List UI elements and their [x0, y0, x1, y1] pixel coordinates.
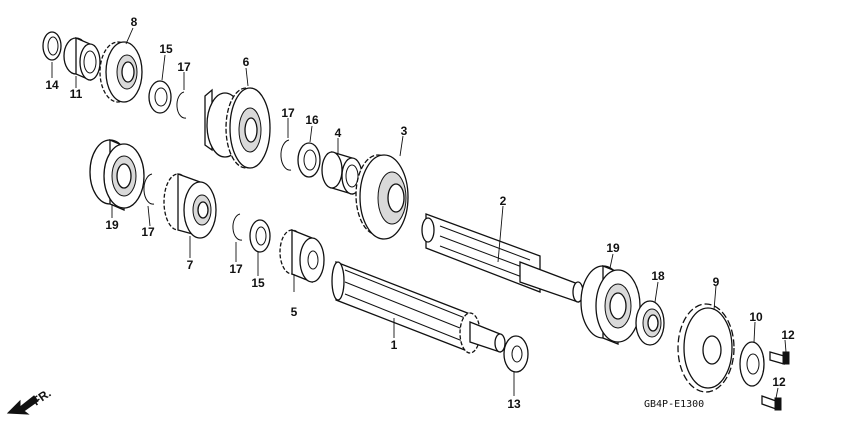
- callout-14: 14: [45, 78, 59, 92]
- front-direction-label: FR.: [30, 386, 54, 409]
- callout-16: 16: [305, 113, 319, 127]
- part-12-bolt-lower: [761, 395, 782, 411]
- part-1-mainshaft: [331, 261, 506, 354]
- callout-12-upper: 12: [781, 328, 795, 342]
- callout-1: 1: [391, 338, 398, 352]
- callout-17-b: 17: [281, 106, 295, 120]
- part-19-bearing-left: [89, 139, 145, 211]
- callout-17-c: 17: [141, 225, 155, 239]
- part-15-washer-lower: [249, 219, 271, 253]
- callout-13: 13: [507, 397, 521, 411]
- part-8-gear: [99, 41, 143, 103]
- part-11-bushing: [63, 37, 101, 81]
- callouts: 1 2 3 4 5 6 7 8 9 10 11 12 12 13 14 15 1…: [45, 15, 795, 411]
- part-16-washer: [297, 142, 321, 178]
- callout-10: 10: [749, 310, 763, 324]
- callout-9: 9: [713, 275, 720, 289]
- callout-15-upper: 15: [159, 42, 173, 56]
- callout-17-d: 17: [229, 262, 243, 276]
- part-12-bolt-upper: [769, 351, 790, 365]
- callout-19-left: 19: [105, 218, 119, 232]
- part-15-washer-upper: [148, 80, 172, 114]
- callout-2: 2: [500, 194, 507, 208]
- callout-8: 8: [131, 15, 138, 29]
- part-6-gear: [204, 87, 271, 169]
- callout-15-lower: 15: [251, 276, 265, 290]
- part-4-bushing: [321, 151, 363, 195]
- callout-19-right: 19: [606, 241, 620, 255]
- callout-7: 7: [187, 258, 194, 272]
- part-10-fixing-plate: [739, 341, 765, 387]
- part-7-gear: [163, 173, 217, 239]
- callout-18: 18: [651, 269, 665, 283]
- part-3-gear: [355, 154, 409, 240]
- callout-5: 5: [291, 305, 298, 319]
- part-5-gear: [279, 229, 325, 283]
- drawing-code: GB4P-E1300: [644, 399, 704, 410]
- part-14-ring: [42, 31, 62, 61]
- callout-12-lower: 12: [772, 375, 786, 389]
- callout-4: 4: [335, 126, 342, 140]
- part-17-circlip-4: [232, 213, 243, 241]
- part-19-bearing-right: [580, 265, 641, 345]
- leader-lines: [51, 27, 787, 399]
- part-17-circlip-1: [176, 91, 187, 119]
- part-2-countershaft: [421, 213, 584, 303]
- callout-3: 3: [401, 124, 408, 138]
- callout-17-a: 17: [177, 60, 191, 74]
- part-17-circlip-2: [280, 139, 292, 171]
- part-18-oil-seal: [635, 300, 665, 346]
- callout-6: 6: [243, 55, 250, 69]
- callout-11: 11: [70, 87, 83, 101]
- front-direction-arrow: FR.: [6, 386, 54, 415]
- part-9-sprocket: [677, 303, 735, 393]
- part-13-washer: [503, 335, 529, 373]
- part-17-circlip-3: [143, 173, 155, 205]
